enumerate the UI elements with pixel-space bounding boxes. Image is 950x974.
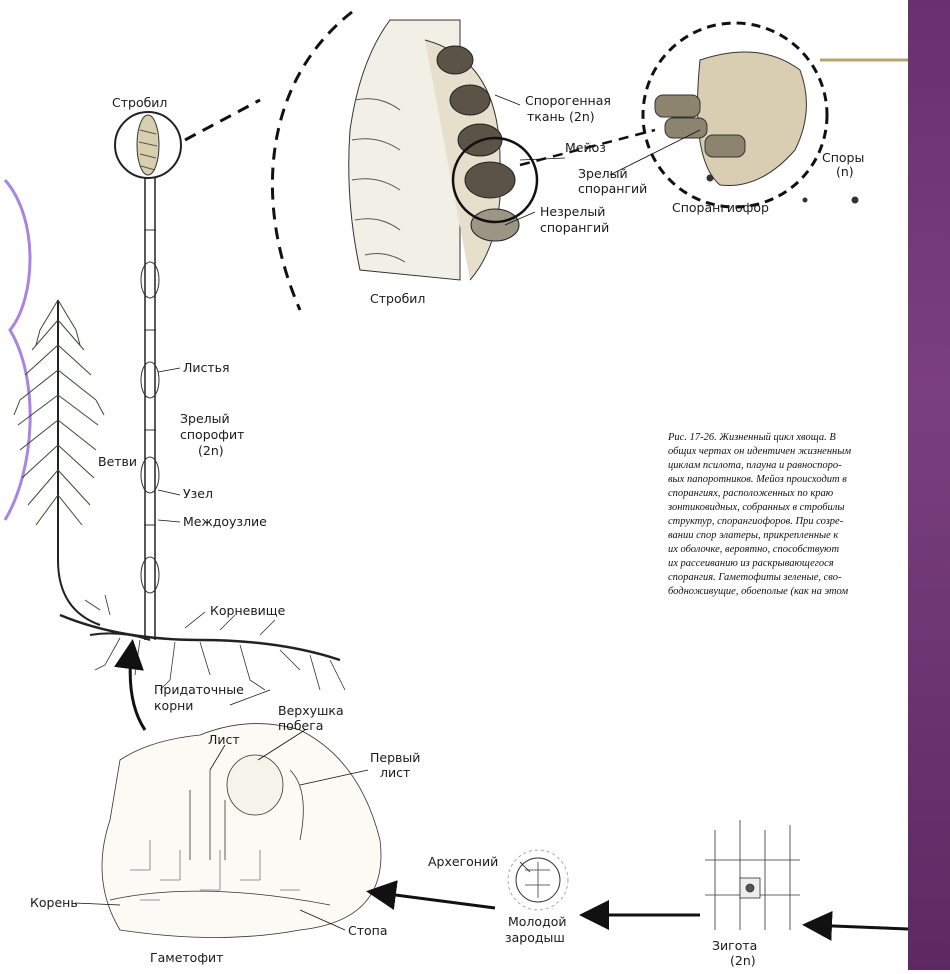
label-zygote-2: (2n) bbox=[730, 953, 756, 968]
caption-line: общих чертах он идентичен жизненным bbox=[668, 446, 851, 457]
caption-line: их рассеиванию из раскрывающегося bbox=[668, 558, 834, 569]
caption-line: спорангия. Гаметофиты зеленые, сво- bbox=[668, 572, 842, 583]
zygote-drawing bbox=[705, 820, 800, 930]
figure-caption: Рис. 17-26. Жизненный цикл хвоща. В общи… bbox=[667, 432, 851, 597]
label-mature-sporophyte: Зрелый bbox=[180, 411, 230, 426]
label-rhizome: Корневище bbox=[210, 603, 286, 618]
caption-line: бодноживущие, обоеполые (как на этом bbox=[668, 586, 848, 597]
caption-line: структур, спорангиофоров. При созре- bbox=[668, 516, 844, 527]
label-sporogenous-2: ткань (2n) bbox=[527, 109, 595, 124]
label-first-leaf-2: лист bbox=[380, 765, 410, 780]
label-adventitious-roots-2: корни bbox=[154, 698, 193, 713]
purple-side-band bbox=[908, 0, 950, 970]
enlargement-dashed-arc bbox=[272, 12, 352, 310]
sporophyte-plant bbox=[14, 112, 345, 690]
label-zygote: Зигота bbox=[712, 938, 757, 953]
caption-line: Рис. 17-26. Жизненный цикл хвоща. В bbox=[667, 432, 836, 443]
label-leaves: Листья bbox=[183, 360, 230, 375]
rhizome bbox=[60, 615, 340, 660]
label-immature-sporangium: Незрелый bbox=[540, 204, 605, 219]
label-spores-2: (n) bbox=[836, 164, 854, 179]
gametophyte-drawing bbox=[102, 724, 381, 938]
label-mature-sporangium-2: спорангий bbox=[578, 181, 647, 196]
label-root: Корень bbox=[30, 895, 78, 910]
label-foot: Стопа bbox=[348, 923, 388, 938]
decorative-purple-curve bbox=[5, 180, 30, 520]
label-branches: Ветви bbox=[98, 454, 137, 469]
label-mature-sporophyte-2: спорофит bbox=[180, 427, 244, 442]
caption-line: циклам псилота, плауна и равноспоро- bbox=[668, 460, 842, 471]
label-gametophyte: Гаметофит bbox=[150, 950, 223, 965]
strobilus-cone bbox=[137, 115, 159, 175]
label-internode: Междоузлие bbox=[183, 514, 267, 529]
label-shoot-apex: Верхушка bbox=[278, 703, 344, 718]
label-strobil-top: Стробил bbox=[112, 95, 167, 110]
caption-line: их оболочке, вероятно, способствуют bbox=[668, 544, 839, 555]
label-immature-sporangium-2: спорангий bbox=[540, 220, 609, 235]
archegonium-drawing bbox=[508, 850, 568, 910]
label-adventitious-roots: Придаточные bbox=[154, 682, 244, 697]
label-shoot-apex-2: побега bbox=[278, 718, 323, 733]
label-leaf: Лист bbox=[208, 732, 240, 747]
caption-line: спорангиях, расположенных по краю bbox=[668, 488, 834, 499]
label-young-embryo-2: зародыш bbox=[505, 930, 565, 945]
label-sporangiophore: Спорангиофор bbox=[672, 200, 769, 215]
label-first-leaf: Первый bbox=[370, 750, 420, 765]
label-sporogenous: Спорогенная bbox=[525, 93, 611, 108]
rhizome-left bbox=[90, 633, 150, 640]
branched-shoot-stem bbox=[58, 300, 100, 625]
label-node: Узел bbox=[183, 486, 213, 501]
label-strobil-bottom: Стробил bbox=[370, 291, 425, 306]
caption-line: вании спор элатеры, прикрепленные к bbox=[668, 530, 838, 541]
label-young-embryo: Молодой bbox=[508, 914, 566, 929]
strobilus-section bbox=[349, 20, 537, 280]
caption-line: вых папоротников. Мейоз происходит в bbox=[668, 474, 847, 485]
caption-line: зонтиковидных, собранных в стробилы bbox=[667, 502, 844, 513]
arrow-to-gametophyte bbox=[372, 892, 495, 908]
label-archegonium: Архегоний bbox=[428, 854, 498, 869]
label-mature-sporangium: Зрелый bbox=[578, 166, 628, 181]
stem-nodes bbox=[141, 230, 159, 593]
label-meiosis: Мейоз bbox=[565, 140, 606, 155]
label-mature-sporophyte-3: (2n) bbox=[198, 443, 224, 458]
label-spores: Споры bbox=[822, 150, 864, 165]
sporangiophore-detail bbox=[643, 23, 858, 207]
